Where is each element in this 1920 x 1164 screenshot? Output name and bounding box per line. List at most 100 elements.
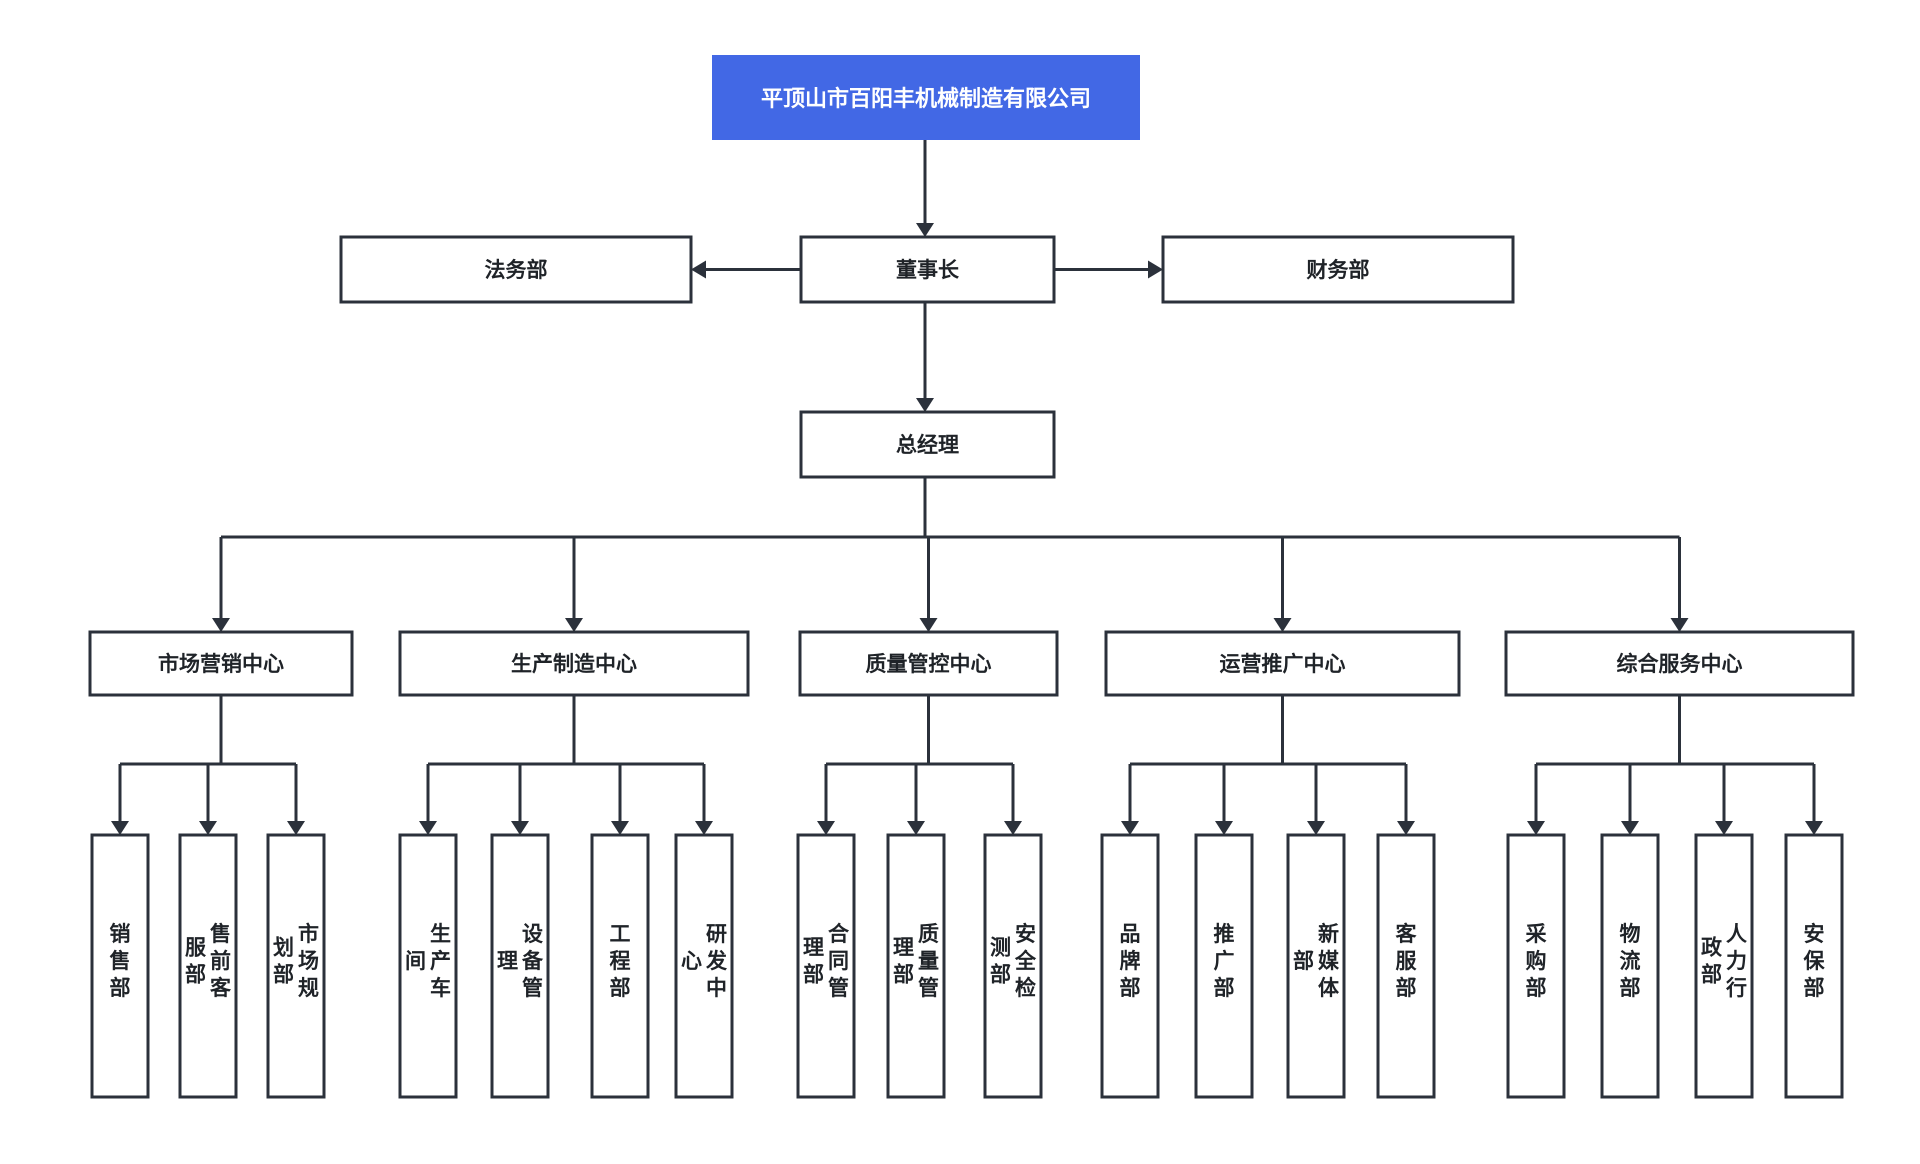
svg-text:部: 部 — [185, 963, 206, 987]
node-general-manager-rect — [799, 410, 1056, 479]
connector-center-4-to-leaf-1-arrowhead — [1121, 821, 1139, 835]
node-center-3-label: 质量管控中心 — [866, 652, 992, 676]
svg-text:人: 人 — [1726, 923, 1747, 946]
node-dept-5-1[interactable]: 采购部 — [1506, 833, 1566, 1099]
svg-text:新: 新 — [1318, 922, 1339, 946]
node-center-5-rect — [1504, 630, 1855, 697]
node-center-3-rect — [798, 630, 1059, 697]
connector-gm-to-center-3-arrowhead — [919, 618, 938, 632]
connector-center-1-to-leaf-3-arrowhead — [287, 821, 305, 835]
svg-text:部: 部 — [893, 963, 914, 987]
node-finance-dept[interactable]: 财务部 — [1161, 235, 1515, 304]
node-dept-2-3-label: 工程部 — [610, 923, 631, 1000]
svg-text:保: 保 — [1803, 950, 1826, 973]
svg-text:管: 管 — [522, 976, 543, 1000]
svg-text:安: 安 — [1015, 922, 1036, 946]
node-dept-1-2-rect — [178, 833, 238, 1099]
node-dept-2-3[interactable]: 工程部 — [590, 833, 650, 1099]
node-dept-3-3-rect — [983, 833, 1043, 1099]
node-center-3[interactable]: 质量管控中心 — [798, 630, 1059, 697]
node-dept-4-4-rect — [1376, 833, 1436, 1099]
node-dept-4-2[interactable]: 推广部 — [1194, 833, 1254, 1099]
svg-text:合: 合 — [828, 922, 850, 946]
node-dept-5-4[interactable]: 安保部 — [1784, 833, 1844, 1099]
node-legal-dept[interactable]: 法务部 — [339, 235, 693, 304]
connector-layer — [111, 140, 1823, 835]
svg-text:发: 发 — [705, 949, 728, 973]
node-general-manager-label: 总经理 — [896, 433, 959, 457]
connector-gm-to-center-5-arrowhead — [1670, 618, 1689, 632]
svg-text:理: 理 — [803, 937, 824, 960]
svg-text:部: 部 — [1214, 976, 1235, 1000]
node-chairman[interactable]: 董事长 — [799, 235, 1056, 304]
svg-text:车: 车 — [430, 976, 451, 1000]
connector-center-2-to-leaf-1-arrowhead — [419, 821, 437, 835]
node-dept-5-2-label: 物流部 — [1620, 922, 1641, 1000]
node-dept-4-3-rect — [1286, 833, 1346, 1099]
svg-text:设: 设 — [522, 923, 543, 946]
svg-text:服: 服 — [185, 937, 207, 960]
connector-center-2-to-leaf-4-arrowhead — [695, 821, 713, 835]
node-dept-5-1-rect — [1506, 833, 1566, 1099]
node-center-1[interactable]: 市场营销中心 — [88, 630, 354, 697]
svg-text:量: 量 — [918, 950, 939, 973]
node-center-5[interactable]: 综合服务中心 — [1504, 630, 1855, 697]
svg-text:划: 划 — [273, 937, 294, 960]
svg-text:同: 同 — [828, 950, 849, 973]
connector-center-4-to-leaf-2-arrowhead — [1215, 821, 1233, 835]
node-general-manager[interactable]: 总经理 — [799, 410, 1056, 479]
svg-text:行: 行 — [1725, 976, 1747, 1000]
svg-text:理: 理 — [497, 950, 518, 973]
node-root-company[interactable]: 平顶山市百阳丰机械制造有限公司 — [712, 55, 1140, 140]
node-dept-4-1[interactable]: 品牌部 — [1100, 833, 1160, 1099]
svg-text:管: 管 — [918, 976, 939, 1000]
connector-center-4-to-leaf-4-arrowhead — [1397, 821, 1415, 835]
connector-chairman-to-gm-arrowhead — [916, 398, 934, 412]
svg-text:物: 物 — [1620, 922, 1641, 946]
svg-text:备: 备 — [521, 949, 544, 973]
node-center-2[interactable]: 生产制造中心 — [398, 630, 750, 697]
connector-center-5-to-leaf-2-arrowhead — [1621, 821, 1639, 835]
node-center-4-rect — [1104, 630, 1461, 697]
node-center-4[interactable]: 运营推广中心 — [1104, 630, 1461, 697]
svg-text:品: 品 — [1120, 923, 1141, 946]
svg-text:产: 产 — [430, 949, 451, 973]
node-dept-1-1[interactable]: 销售部 — [90, 833, 150, 1099]
svg-text:心: 心 — [681, 950, 702, 973]
node-finance-dept-rect — [1161, 235, 1515, 304]
svg-text:管: 管 — [828, 976, 849, 1000]
node-root-company-rect — [712, 55, 1140, 140]
connector-center-4-to-leaf-3-arrowhead — [1307, 821, 1325, 835]
node-dept-4-4[interactable]: 客服部 — [1376, 833, 1436, 1099]
svg-text:质: 质 — [918, 923, 939, 946]
connector-center-5-to-leaf-1-arrowhead — [1527, 821, 1545, 835]
node-finance-dept-label: 财务部 — [1307, 258, 1370, 282]
svg-text:程: 程 — [610, 950, 631, 973]
svg-text:部: 部 — [1120, 976, 1141, 1000]
svg-text:部: 部 — [1293, 949, 1314, 973]
node-dept-4-2-rect — [1194, 833, 1254, 1099]
node-center-1-rect — [88, 630, 354, 697]
svg-text:部: 部 — [610, 976, 631, 1000]
connector-gm-to-center-2-arrowhead — [565, 618, 583, 632]
node-center-5-label: 综合服务中心 — [1617, 652, 1743, 676]
connector-center-5-to-leaf-4-arrowhead — [1805, 821, 1823, 835]
node-dept-5-2[interactable]: 物流部 — [1600, 833, 1660, 1099]
svg-text:售: 售 — [210, 922, 231, 946]
svg-text:市: 市 — [298, 922, 319, 946]
node-dept-1-1-label: 销售部 — [110, 922, 131, 1000]
svg-text:媒: 媒 — [1318, 949, 1340, 973]
